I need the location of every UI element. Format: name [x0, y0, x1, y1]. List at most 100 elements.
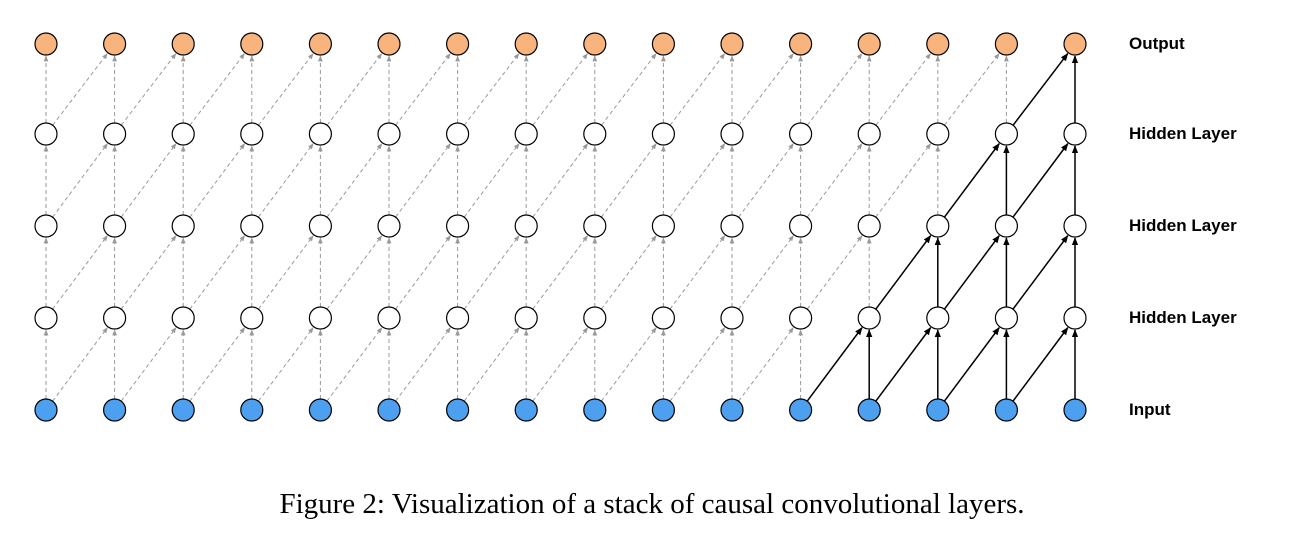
inactive-diagonal-edge — [189, 235, 246, 310]
hidden-node — [171, 306, 195, 330]
output-node — [926, 32, 950, 56]
input-node — [1063, 398, 1087, 422]
hidden-node — [240, 214, 264, 238]
hidden-node — [102, 214, 127, 238]
output-node — [651, 32, 676, 56]
inactive-diagonal-edge — [257, 143, 314, 218]
output-node — [240, 32, 264, 56]
layer-label-hidden-2: Hidden Layer — [1129, 216, 1237, 235]
inactive-diagonal-edge — [120, 235, 177, 310]
inactive-diagonal-edge — [52, 53, 108, 126]
output-node — [377, 32, 401, 56]
hidden-node — [446, 214, 470, 238]
hidden-node — [857, 306, 881, 330]
inactive-diagonal-edge — [257, 327, 314, 402]
output-node — [308, 32, 332, 56]
inactive-diagonal-edge — [326, 143, 383, 218]
output-node — [788, 32, 813, 56]
hidden-node — [377, 122, 401, 146]
output-node — [171, 32, 195, 56]
hidden-node — [377, 306, 401, 330]
active-edges — [806, 52, 1079, 402]
inactive-diagonal-edge — [326, 53, 383, 126]
inactive-diagonal-edge — [600, 235, 657, 310]
input-node — [377, 398, 401, 422]
layer-label-output: Output — [1129, 34, 1185, 53]
inactive-diagonal-edge — [532, 235, 589, 310]
inactive-diagonal-edge — [669, 143, 726, 218]
inactive-diagonal-edge — [326, 235, 383, 310]
output-node — [34, 32, 58, 56]
inactive-diagonal-edge — [806, 53, 863, 126]
hidden-node — [308, 306, 332, 330]
inactive-diagonal-edge — [463, 143, 520, 218]
input-node — [583, 398, 607, 422]
input-node — [651, 398, 676, 422]
hidden-node — [1063, 214, 1087, 238]
hidden-node — [34, 306, 58, 330]
hidden-node — [788, 122, 813, 146]
hidden-node — [514, 306, 538, 330]
hidden-node — [583, 122, 607, 146]
inactive-diagonal-edge — [395, 143, 451, 218]
layer-label-hidden-3: Hidden Layer — [1129, 124, 1237, 143]
inactive-diagonal-edge — [189, 327, 246, 402]
hidden-node — [240, 306, 264, 330]
output-node — [857, 32, 881, 56]
inactive-diagonal-edge — [669, 53, 726, 126]
active-diagonal-edge — [1012, 326, 1069, 402]
inactive-diagonal-edge — [257, 235, 314, 310]
hidden-node — [446, 306, 470, 330]
hidden-node — [857, 122, 881, 146]
active-diagonal-edge — [806, 326, 863, 402]
hidden-node — [857, 214, 881, 238]
hidden-node — [102, 122, 127, 146]
hidden-node — [926, 122, 950, 146]
output-node — [514, 32, 538, 56]
output-node — [994, 32, 1019, 56]
inactive-diagonal-edge — [669, 235, 726, 310]
hidden-node — [994, 122, 1019, 146]
hidden-node — [171, 122, 195, 146]
output-node — [583, 32, 607, 56]
hidden-node — [651, 306, 676, 330]
inactive-edges — [43, 53, 1009, 402]
inactive-diagonal-edge — [120, 53, 177, 126]
inactive-diagonal-edge — [532, 327, 589, 402]
hidden-node — [926, 214, 950, 238]
inactive-diagonal-edge — [875, 143, 932, 218]
inactive-diagonal-edge — [806, 235, 863, 310]
hidden-node — [994, 306, 1019, 330]
inactive-diagonal-edge — [120, 327, 177, 402]
inactive-diagonal-edge — [532, 53, 588, 126]
inactive-diagonal-edge — [600, 143, 657, 218]
input-node — [994, 398, 1019, 422]
input-node — [102, 398, 127, 422]
inactive-diagonal-edge — [738, 235, 794, 310]
inactive-diagonal-edge — [189, 53, 245, 126]
active-diagonal-edge — [943, 326, 1000, 402]
input-node — [514, 398, 538, 422]
input-node — [857, 398, 881, 422]
active-diagonal-edge — [875, 234, 932, 310]
hidden-node — [308, 122, 332, 146]
inactive-diagonal-edge — [326, 327, 383, 402]
hidden-node — [1063, 122, 1087, 146]
hidden-node — [926, 306, 950, 330]
inactive-diagonal-edge — [806, 143, 863, 218]
hidden-node — [171, 214, 195, 238]
hidden-node — [651, 122, 676, 146]
hidden-node — [788, 214, 813, 238]
hidden-node — [102, 306, 127, 330]
inactive-diagonal-edge — [189, 143, 246, 218]
hidden-node — [583, 306, 607, 330]
input-node — [308, 398, 332, 422]
hidden-node — [34, 214, 58, 238]
input-node — [720, 398, 744, 422]
hidden-node — [240, 122, 264, 146]
active-diagonal-edge — [943, 142, 1000, 218]
hidden-node — [720, 122, 744, 146]
inactive-diagonal-edge — [395, 53, 451, 126]
figure-caption: Figure 2: Visualization of a stack of ca… — [279, 488, 1025, 520]
